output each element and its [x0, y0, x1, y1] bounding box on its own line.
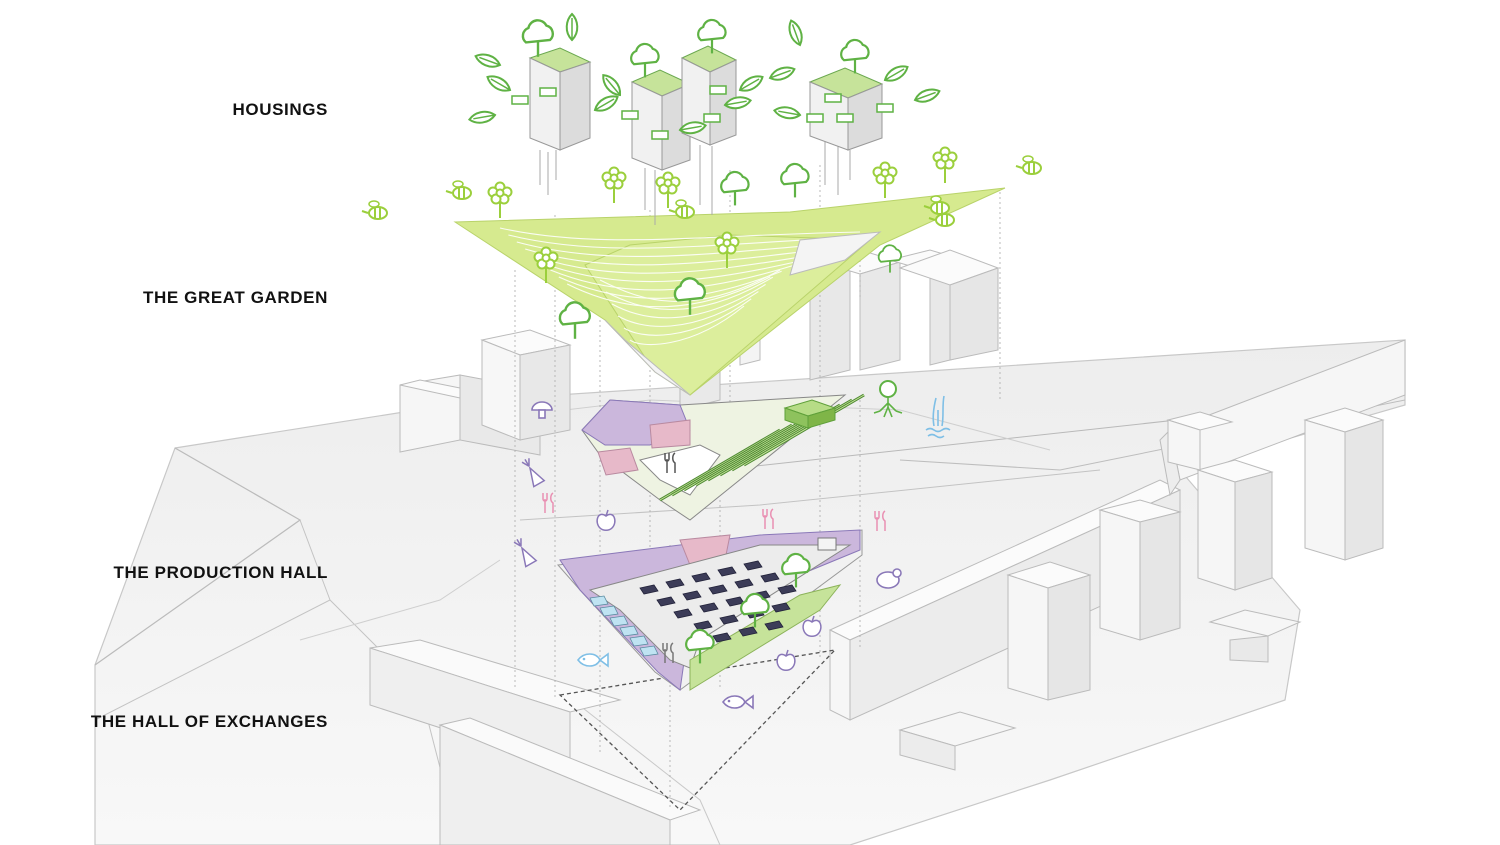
fork-knife-icon	[762, 508, 774, 529]
unit-label-icon	[651, 130, 669, 140]
fish-icon	[576, 652, 609, 668]
market-roof-pink	[649, 419, 691, 449]
housing-tower	[528, 47, 592, 151]
leaf-icon	[565, 13, 579, 41]
great-garden-underside	[604, 319, 691, 396]
layer-label-production-hall: THE PRODUCTION HALL	[113, 563, 328, 582]
hall-of-exchanges-footprint	[558, 649, 837, 811]
garden-opening	[789, 231, 882, 276]
flower-icon	[872, 161, 898, 199]
roots-icon	[873, 380, 903, 418]
apple-icon	[596, 509, 616, 531]
unit-label-icon	[621, 110, 639, 120]
layer-label-housings: HOUSINGS	[232, 100, 328, 119]
road-line	[299, 559, 501, 641]
leaf-icon	[591, 91, 622, 116]
leaf-icon	[472, 50, 503, 71]
leaf-icon	[912, 85, 943, 106]
building	[480, 329, 572, 441]
unit-label-icon	[876, 103, 894, 113]
unit-label-icon	[836, 113, 854, 123]
market-pink-wing	[597, 447, 639, 476]
leaf-icon	[467, 108, 497, 126]
building	[438, 717, 702, 845]
fish-icon	[721, 694, 754, 710]
solar-panel-grid	[639, 560, 797, 643]
unit-label-icon	[511, 95, 529, 105]
carrot-icon	[521, 458, 546, 488]
leaf-icon	[598, 70, 626, 100]
housings-layer	[467, 13, 943, 225]
greenhouse-box-front	[807, 407, 836, 429]
mushroom-icon	[531, 401, 553, 419]
tree-icon	[720, 170, 750, 207]
leaf-icon	[736, 71, 767, 96]
flower-icon	[601, 166, 627, 204]
unit-label-icon	[539, 87, 557, 97]
fork-knife-icon	[662, 642, 674, 663]
building	[898, 711, 1017, 771]
housing-tower	[808, 67, 884, 151]
great-garden-layer	[453, 187, 1006, 396]
fork-knife-icon	[542, 492, 554, 513]
tree-icon	[780, 162, 810, 199]
fork-knife-icon	[664, 452, 676, 473]
chicken-icon	[876, 568, 902, 589]
flower-icon	[487, 181, 513, 219]
apple-icon	[802, 615, 822, 637]
carrot-icon	[513, 538, 538, 568]
program-icons	[361, 146, 1042, 710]
road-line	[559, 689, 721, 845]
tree-icon	[521, 19, 554, 58]
tower-building	[1196, 459, 1274, 591]
garden-contour-lines	[499, 227, 861, 346]
layer-label-hall-of-exchanges: THE HALL OF EXCHANGES	[90, 712, 328, 731]
unit-label-icon	[703, 113, 721, 123]
leaf-icon	[767, 63, 798, 84]
tree-icon	[558, 301, 591, 340]
tower-building	[1098, 499, 1182, 641]
apple-icon	[776, 649, 796, 671]
unit-label-icon	[806, 113, 824, 123]
bee-icon	[361, 200, 388, 220]
hanging-roots	[539, 142, 851, 225]
leaf-icon	[785, 17, 806, 48]
tower-building	[1166, 411, 1234, 471]
flower-icon	[932, 146, 958, 184]
production-hall-courtyard	[588, 544, 852, 669]
rooftop-unit	[817, 537, 837, 551]
unit-label-icon	[709, 85, 727, 95]
layer-label-great-garden: THE GREAT GARDEN	[143, 288, 328, 307]
unit-label-icon	[824, 93, 842, 103]
bee-icon	[445, 180, 472, 200]
leaf-icon	[881, 61, 912, 86]
tower-building	[1303, 407, 1385, 561]
fork-knife-icon	[874, 510, 886, 531]
reed-water-icon	[925, 395, 951, 439]
housing-tower	[630, 69, 692, 171]
glass-skylight-grid	[589, 595, 659, 657]
leaf-icon	[483, 71, 514, 96]
middle-market-level	[581, 393, 865, 521]
building	[898, 249, 1000, 361]
leaf-icon	[772, 104, 802, 122]
tower-building	[1006, 561, 1092, 701]
building	[1208, 609, 1302, 663]
bee-icon	[1015, 155, 1042, 175]
